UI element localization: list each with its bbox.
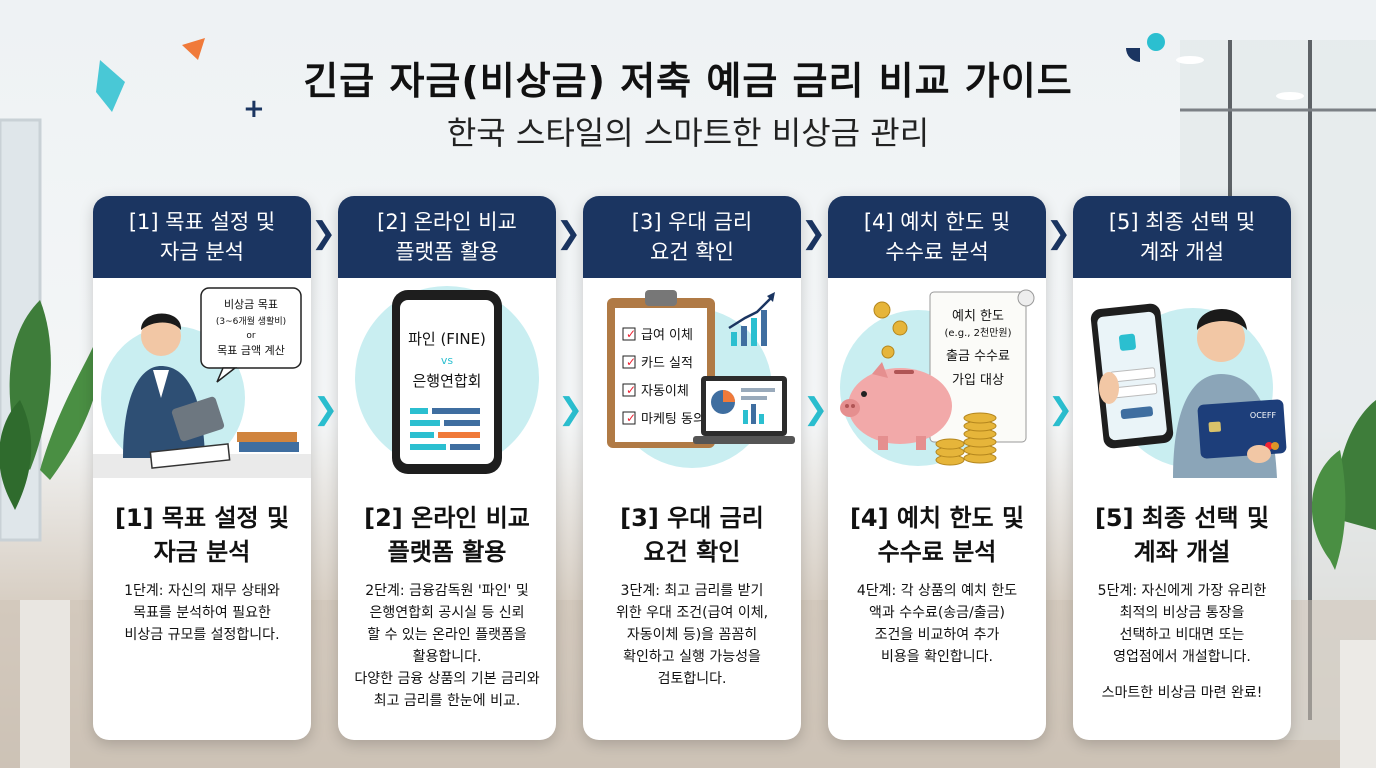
step-description: 3단계: 최고 금리를 받기 위한 우대 조건(급여 이체, 자동이체 등)을 … — [593, 580, 791, 690]
step-description: 4단계: 각 상품의 예치 한도 액과 수수료(송금/출금) 조건을 비교하여 … — [838, 580, 1036, 668]
desc-line: 최적의 비상금 통장을 — [1119, 605, 1245, 621]
teal-arrow-icon: ❯ — [1048, 392, 1074, 427]
teal-arrow-icon: ❯ — [313, 392, 339, 427]
desc-line: 비용을 확인합니다. — [881, 649, 993, 665]
step-title: [3] 우대 금리 요건 확인 — [583, 501, 801, 569]
person-tablet-illustration: 비상금 목표 (3~6개월 생활비) or 목표 금액 계산 — [93, 287, 311, 478]
piggy-bank-illustration: 예치 한도 (e.g., 2천만원) 출금 수수료 가입 대상 — [840, 289, 1035, 466]
svg-text:✓: ✓ — [626, 411, 636, 425]
step-header-line: [5] 최종 선택 및 — [1108, 210, 1256, 234]
step-header: [4] 예치 한도 및 수수료 분석 — [828, 196, 1046, 278]
scroll-text: 가입 대상 — [952, 373, 1004, 388]
step-description: 1단계: 자신의 재무 상태와 목표를 분석하여 필요한 비상금 규모를 설정합… — [103, 580, 301, 646]
svg-text:✓: ✓ — [626, 327, 636, 341]
arrow-right-icon: ❯ — [801, 216, 827, 251]
desc-line: 액과 수수료(송금/출금) — [868, 605, 1005, 621]
step-title-line: [2] 온라인 비교 — [364, 504, 530, 532]
arrow-right-icon: ❯ — [1046, 216, 1072, 251]
step-title: [2] 온라인 비교 플랫폼 활용 — [338, 501, 556, 569]
person-phone-card-illustration: OCEFF — [1090, 303, 1287, 478]
step-header-line: [3] 우대 금리 — [631, 210, 753, 234]
page-subtitle: 한국 스타일의 스마트한 비상금 관리 — [446, 114, 930, 152]
phone-comparison-illustration: 파인 (FINE) vs 은행연합회 — [355, 286, 539, 474]
step-card-1: [1] 목표 설정 및 자금 분석 비상금 목표 (3~6개월 생활비) or … — [93, 196, 311, 740]
desc-line: 2단계: 금융감독원 '파인' 및 — [365, 583, 529, 599]
step-header: [3] 우대 금리 요건 확인 — [583, 196, 801, 278]
step-header: [5] 최종 선택 및 계좌 개설 — [1073, 196, 1291, 278]
phone-text: 은행연합회 — [412, 372, 481, 390]
step-card-3: [3] 우대 금리 요건 확인 ✓ 급여 이체 ✓ 카드 실적 ✓ 자동이체 ✓… — [583, 196, 801, 740]
step-title-line: 플랫폼 활용 — [387, 538, 507, 566]
desc-line: 1단계: 자신의 재무 상태와 — [124, 583, 280, 599]
desc-line: 자동이체 등)을 꼼꼼히 — [626, 627, 758, 643]
bubble-text: 목표 금액 계산 — [217, 344, 285, 357]
step-title: [5] 최종 선택 및 계좌 개설 — [1073, 501, 1291, 569]
bubble-text: (3~6개월 생활비) — [216, 315, 286, 327]
step-header: [2] 온라인 비교 플랫폼 활용 — [338, 196, 556, 278]
bubble-text: 비상금 목표 — [224, 298, 278, 311]
step-description: 5단계: 자신에게 가장 유리한 최적의 비상금 통장을 선택하고 비대면 또는… — [1083, 580, 1281, 704]
desc-line: 검토합니다. — [657, 671, 727, 687]
step-header-line: 수수료 분석 — [885, 240, 989, 264]
phone-text: vs — [441, 354, 454, 367]
bubble-text: or — [246, 331, 256, 341]
checklist-item: 급여 이체 — [641, 328, 693, 343]
step-header-line: [1] 목표 설정 및 — [128, 210, 276, 234]
desc-line: 비상금 규모를 설정합니다. — [124, 627, 280, 643]
checklist-item: 마케팅 동의 — [641, 412, 705, 427]
desc-line: 영업점에서 개설합니다. — [1113, 649, 1251, 665]
step-header-line: 플랫폼 활용 — [395, 240, 499, 264]
step-header-line: 자금 분석 — [160, 240, 244, 264]
step-card-5: [5] 최종 선택 및 계좌 개설 OCEFF [5] 최종 선택 및 계좌 개… — [1073, 196, 1291, 740]
step-header-line: 계좌 개설 — [1140, 240, 1224, 264]
teal-arrow-icon: ❯ — [558, 392, 584, 427]
step-title-line: [5] 최종 선택 및 — [1094, 504, 1270, 532]
checklist-laptop-illustration: ✓ 급여 이체 ✓ 카드 실적 ✓ 자동이체 ✓ 마케팅 동의 — [607, 290, 795, 468]
desc-line: 확인하고 실행 가능성을 — [623, 649, 761, 665]
desc-line: 3단계: 최고 금리를 받기 — [620, 583, 764, 599]
step-title: [4] 예치 한도 및 수수료 분석 — [828, 501, 1046, 569]
step-title-line: 수수료 분석 — [877, 538, 997, 566]
desc-line: 4단계: 각 상품의 예치 한도 — [856, 583, 1018, 599]
step-header: [1] 목표 설정 및 자금 분석 — [93, 196, 311, 278]
desc-line: 은행연합회 공시실 등 신뢰 — [369, 605, 525, 621]
scroll-text: 예치 한도 — [952, 309, 1004, 324]
step-header-line: [2] 온라인 비교 — [377, 210, 517, 234]
step-title-line: [1] 목표 설정 및 — [114, 504, 290, 532]
desc-line: 활용합니다. — [412, 649, 482, 665]
step-header-line: [4] 예치 한도 및 — [863, 210, 1011, 234]
svg-text:✓: ✓ — [626, 383, 636, 397]
step-title-line: 계좌 개설 — [1133, 538, 1231, 566]
teal-arrow-icon: ❯ — [803, 392, 829, 427]
checklist-item: 자동이체 — [641, 384, 689, 399]
desc-line: 최고 금리를 한눈에 비교. — [373, 693, 521, 709]
desc-line: 목표를 분석하여 필요한 — [133, 605, 271, 621]
step-title: [1] 목표 설정 및 자금 분석 — [93, 501, 311, 569]
completion-text: 스마트한 비상금 마련 완료! — [1101, 685, 1263, 701]
desc-line: 위한 우대 조건(급여 이체, — [615, 605, 769, 621]
step-title-line: [4] 예치 한도 및 — [849, 504, 1025, 532]
scroll-text: 출금 수수료 — [946, 349, 1010, 364]
desc-line: 다양한 금융 상품의 기본 금리와 — [354, 671, 540, 687]
desc-line: 할 수 있는 온라인 플랫폼을 — [367, 627, 527, 643]
card-brand-text: OCEFF — [1250, 411, 1277, 420]
growth-chart-icon — [728, 292, 775, 346]
desc-line: 선택하고 비대면 또는 — [1119, 627, 1245, 643]
desc-line: 조건을 비교하여 추가 — [874, 627, 1000, 643]
arrow-right-icon: ❯ — [556, 216, 582, 251]
step-card-2: [2] 온라인 비교 플랫폼 활용 파인 (FINE) vs 은행연합회 [2]… — [338, 196, 556, 740]
step-title-line: 자금 분석 — [153, 538, 251, 566]
page-title: 긴급 자금(비상금) 저축 예금 금리 비교 가이드 — [303, 59, 1073, 103]
step-header-line: 요건 확인 — [650, 240, 734, 264]
checklist-item: 카드 실적 — [641, 356, 693, 371]
arrow-right-icon: ❯ — [311, 216, 337, 251]
step-title-line: 요건 확인 — [643, 538, 741, 566]
scroll-text: (e.g., 2천만원) — [945, 327, 1012, 339]
svg-text:✓: ✓ — [626, 355, 636, 369]
desc-line: 5단계: 자신에게 가장 유리한 — [1097, 583, 1267, 599]
step-card-4: [4] 예치 한도 및 수수료 분석 예치 한도 (e.g., 2천만원) 출금… — [828, 196, 1046, 740]
step-description: 2단계: 금융감독원 '파인' 및 은행연합회 공시실 등 신뢰 할 수 있는 … — [348, 580, 546, 712]
step-title-line: [3] 우대 금리 — [620, 504, 764, 532]
phone-text: 파인 (FINE) — [408, 330, 486, 348]
